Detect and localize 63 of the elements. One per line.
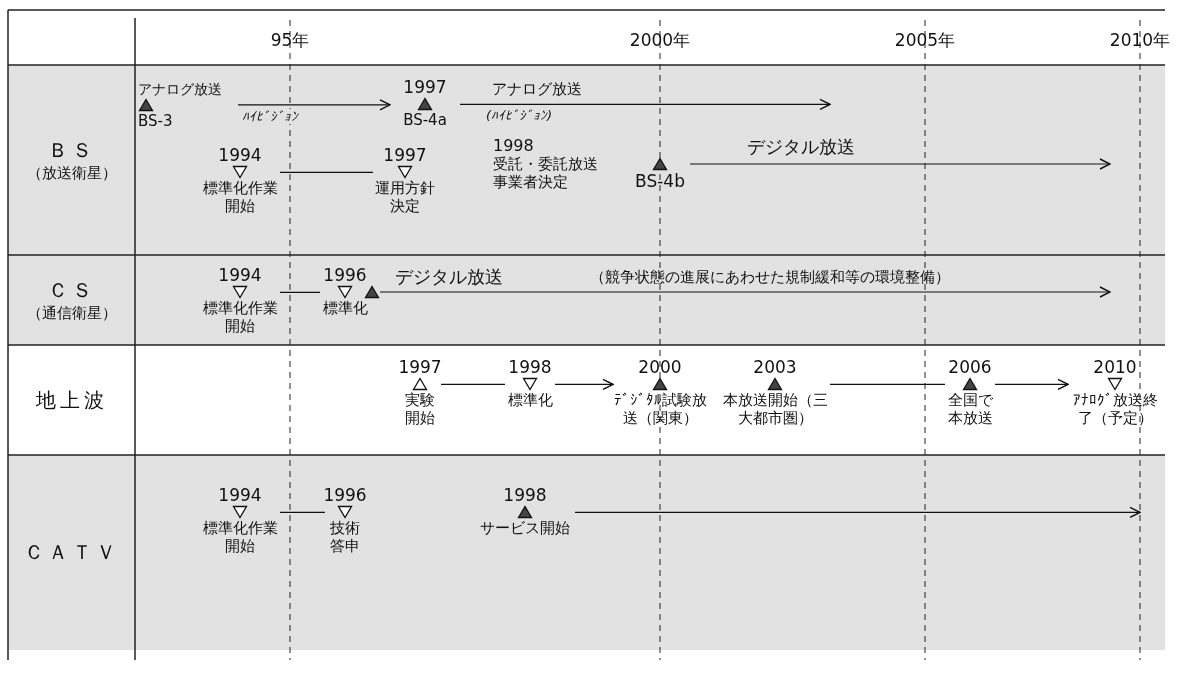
event-label: 受託・委託放送事業者決定 — [493, 155, 599, 191]
row-header: （通信衛星） — [26, 304, 117, 323]
connector-line — [279, 171, 374, 173]
year-label: 1994 — [218, 145, 262, 166]
timeline-row-band — [8, 65, 1165, 255]
arrow — [554, 378, 614, 391]
event-label: 標準化作業開始 — [201, 519, 279, 556]
timeline-row-band — [8, 455, 1165, 650]
event-label: 実験開始 — [404, 391, 436, 428]
edge-label: アナログ放送 — [490, 80, 584, 99]
connector-line — [440, 383, 506, 385]
arrow — [994, 378, 1069, 391]
connector-line — [279, 291, 321, 293]
arrow — [574, 506, 1141, 519]
row-header: （放送衛星） — [26, 164, 117, 183]
year-label: 2010 — [1093, 357, 1137, 378]
arrow — [459, 98, 831, 111]
year-label: 1997 — [398, 357, 442, 378]
year-label: 1998 — [503, 485, 547, 506]
year-label: 2006 — [948, 357, 992, 378]
event-label: 全国で本放送 — [946, 391, 994, 428]
year-label: 1997 — [403, 77, 447, 98]
event-label: 運用方針決定 — [374, 179, 436, 216]
timeline-row-band — [8, 255, 1165, 345]
edge-label: デジタル放送 — [393, 266, 505, 288]
channel-note: (ﾊｲﾋﾞｼﾞｮﾝ) — [486, 108, 553, 124]
year-label: 2000 — [638, 357, 682, 378]
year-label: 1996 — [323, 265, 367, 286]
satellite-label: BS-3 — [138, 111, 173, 130]
axis-year-label: 2000年 — [629, 30, 691, 51]
satellite-label: BS-4b — [635, 171, 685, 192]
event-label: 技術答申 — [329, 519, 361, 556]
row-header: 地上波 — [35, 386, 108, 414]
note-text: （競争状態の進展にあわせた規制緩和等の環境整備） — [590, 268, 950, 286]
year-label: 1994 — [218, 265, 262, 286]
event-label: 標準化作業開始 — [201, 299, 279, 336]
year-label: 2003 — [753, 357, 797, 378]
axis-year-label: 95年 — [270, 30, 310, 51]
row-header: ＢＳ — [47, 137, 96, 164]
edge-label: デジタル放送 — [745, 136, 857, 158]
arrow — [689, 158, 1111, 170]
arrow — [379, 286, 1111, 298]
satellite-label: BS-4a — [403, 111, 447, 130]
event-label: 標準化 — [322, 299, 368, 318]
axis-year-label: 2010年 — [1109, 30, 1171, 51]
event-label: ｱﾅﾛｸﾞ放送終了（予定） — [1071, 391, 1159, 428]
event-label: 標準化 — [507, 391, 553, 410]
year-label: 1998 — [493, 136, 534, 156]
year-label: 1994 — [218, 485, 262, 506]
year-label: 1998 — [508, 357, 552, 378]
connector-line — [829, 383, 946, 385]
year-label: 1996 — [323, 485, 367, 506]
axis-year-label: 2005年 — [894, 30, 956, 51]
event-label: 本放送開始（三大都市圏） — [721, 391, 829, 428]
arrow — [237, 99, 391, 111]
event-label: サービス開始 — [480, 519, 570, 538]
event-label: 標準化作業開始 — [201, 179, 279, 216]
connector-line — [279, 511, 326, 513]
event-label: アナログ放送 — [138, 81, 222, 98]
event-label: ﾃﾞｼﾞﾀﾙ試験放送（関東） — [613, 391, 707, 428]
row-header: ＣＳ — [47, 277, 96, 304]
row-header: ＣＡＴＶ — [23, 539, 120, 566]
year-label: 1997 — [383, 145, 427, 166]
